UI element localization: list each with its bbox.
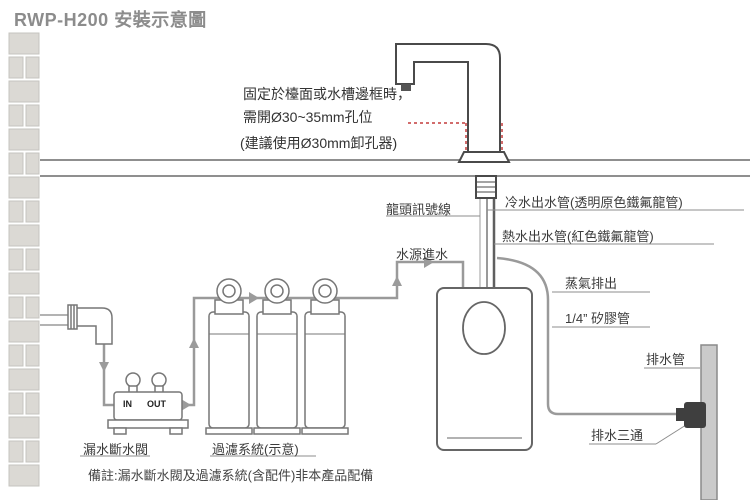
drain-tee-stub [676,408,686,421]
brick-wall [8,32,40,487]
leak-shutoff-valve-graphic [107,372,189,435]
faucet-base-flange [457,151,511,163]
silicone-drain-tube [496,256,678,416]
arrow-down-icon [99,362,109,372]
arrow-up-icon [189,338,199,348]
drain-tee-label: 排水三通 [591,428,644,443]
page-title: RWP-H200 安裝示意圖 [14,10,207,30]
silicone-tube-label: 1/4” 矽膠管 [565,311,631,326]
water-inlet-label: 水源進水 [396,247,449,262]
valve-in-label: IN [123,399,132,409]
arrow-right-icon [249,292,259,304]
steam-outlet-label: 蒸氣排出 [565,276,618,291]
wall-pipe-fitting [67,304,113,345]
leader-lines [80,209,744,457]
faucet-graphic [395,43,511,199]
footnote: 備註:漏水斷水閥及過濾系統(含配件)非本產品配備 [88,468,374,483]
arrow-right-icon [424,256,434,268]
countertop [40,159,750,177]
hot-pipe-label: 熱水出水管(紅色鐵氟龍管) [502,229,654,244]
mount-note-line1: 固定於檯面或水槽邊框時， [243,86,411,102]
faucet-pipes [479,198,678,416]
faucet-spout-tip [401,84,411,91]
valve-out-label: OUT [147,399,166,409]
signal-cable-label: 龍頭訊號線 [386,202,452,217]
main-unit-graphic [436,287,533,451]
arrow-right-icon [181,399,191,411]
flow-arrows [99,256,434,411]
mount-note-line3: (建議使用Ø30mm卸孔器) [240,135,398,151]
filter-system-graphic [205,278,349,435]
arrow-up-icon [392,276,402,286]
mount-note-line2: 需開Ø30~35mm孔位 [243,109,373,125]
drain-pipe-label: 排水管 [646,352,686,367]
filter-system-label: 過濾系統(示意) [212,442,299,457]
drain-tee-fitting [684,402,706,428]
leak-valve-label: 漏水斷水閥 [83,442,149,457]
drain-graphic [676,344,718,500]
cold-pipe-label: 冷水出水管(透明原色鐵氟龍管) [505,195,683,210]
